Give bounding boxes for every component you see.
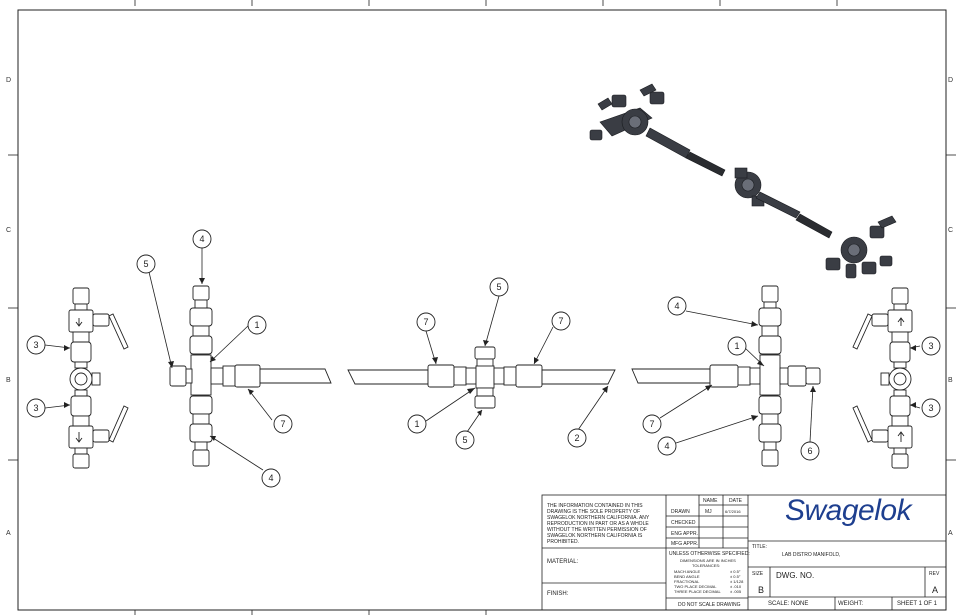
zone-right-c: C <box>948 227 954 234</box>
dwg-no-label: DWG. NO. <box>776 571 815 580</box>
middle-assembly <box>347 346 616 409</box>
zone-left-d: D <box>6 77 12 84</box>
right-valve-assembly <box>852 287 913 469</box>
isometric-render <box>589 83 897 279</box>
title-block-grid <box>541 494 947 611</box>
balloon-lcross-left: 5 <box>143 259 148 269</box>
balloon-lcross-center: 1 <box>254 320 259 330</box>
balloon-left-valve-bottom: 3 <box>33 403 38 413</box>
col-name-header: NAME <box>703 498 718 504</box>
sheet-border <box>17 9 947 611</box>
material-label: MATERIAL: <box>547 559 579 565</box>
title-label: TITLE: <box>752 544 768 550</box>
border-ticks <box>8 0 956 615</box>
balloon-mid-left: 7 <box>423 317 428 327</box>
title-value: LAB DISTRO MANIFOLD, <box>782 552 841 558</box>
row-drawn-date: 6/7/2016 <box>725 509 741 514</box>
balloon-rcross-tube: 7 <box>649 419 654 429</box>
tolerance-values: ± 0.5° ± 0.5° ± 1/128 ± .010 ± .005 <box>730 569 744 594</box>
rev-label: REV <box>929 571 940 577</box>
scale-label: SCALE: NONE <box>768 601 809 607</box>
balloon-circles <box>26 229 941 488</box>
zone-left-b: B <box>6 377 11 384</box>
zone-left-c: C <box>6 227 12 234</box>
balloon-mid-bottom: 5 <box>462 435 467 445</box>
tolerance-list: MACH ANGLE BEND ANGLE FRACTIONAL TWO PLA… <box>674 569 721 594</box>
zone-right-a: A <box>948 530 953 537</box>
balloon-rcross-center: 1 <box>734 341 739 351</box>
do-not-scale: DO NOT SCALE DRAWING <box>678 602 741 608</box>
balloon-lcross-top: 4 <box>199 234 204 244</box>
tolerances-label: TOLERANCES: <box>692 563 721 568</box>
zone-right-b: B <box>948 377 953 384</box>
sheet-label: SHEET 1 OF 1 <box>897 601 937 607</box>
left-valve-assembly <box>68 287 129 469</box>
size-value: B <box>758 585 765 595</box>
dims-in-inches: DIMENSIONS ARE IN INCHES <box>680 558 736 563</box>
balloon-rcross-right: 6 <box>807 446 812 456</box>
balloon-right-valve-top: 3 <box>928 341 933 351</box>
zone-right-d: D <box>948 77 954 84</box>
leader-arrows <box>64 278 916 441</box>
balloon-mid-right: 7 <box>558 316 563 326</box>
row-checked-label: CHECKED <box>671 520 696 526</box>
balloon-rcross-top: 4 <box>674 301 679 311</box>
row-eng-appr-label: ENG APPR. <box>671 531 698 537</box>
balloon-right-valve-bottom: 3 <box>928 403 933 413</box>
balloon-left-valve-top: 3 <box>33 340 38 350</box>
finish-label: FINISH: <box>547 591 569 597</box>
left-cross-assembly <box>169 285 332 467</box>
proprietary-notice: THE INFORMATION CONTAINED IN THIS DRAWIN… <box>547 503 650 545</box>
row-drawn-name: MJ <box>705 509 712 515</box>
balloon-rcross-bottom: 4 <box>664 441 669 451</box>
balloon-mid-top: 5 <box>496 282 501 292</box>
size-label: SIZE <box>752 571 764 577</box>
weight-label: WEIGHT: <box>838 601 863 607</box>
balloon-mid-tube: 2 <box>574 433 579 443</box>
col-date-header: DATE <box>729 498 742 504</box>
zone-left-a: A <box>6 530 11 537</box>
rev-value: A <box>932 585 939 595</box>
unless-specified: UNLESS OTHERWISE SPECIFIED: <box>669 551 750 557</box>
balloon-lcross-tube: 7 <box>280 419 285 429</box>
row-mfg-appr-label: MFG APPR. <box>671 541 699 547</box>
row-drawn-label: DRAWN <box>671 509 690 515</box>
balloon-mid-center: 1 <box>414 419 419 429</box>
balloon-lcross-bottom: 4 <box>268 473 273 483</box>
swagelok-logo: Swagelok <box>785 494 912 527</box>
right-cross-assembly <box>631 285 821 467</box>
